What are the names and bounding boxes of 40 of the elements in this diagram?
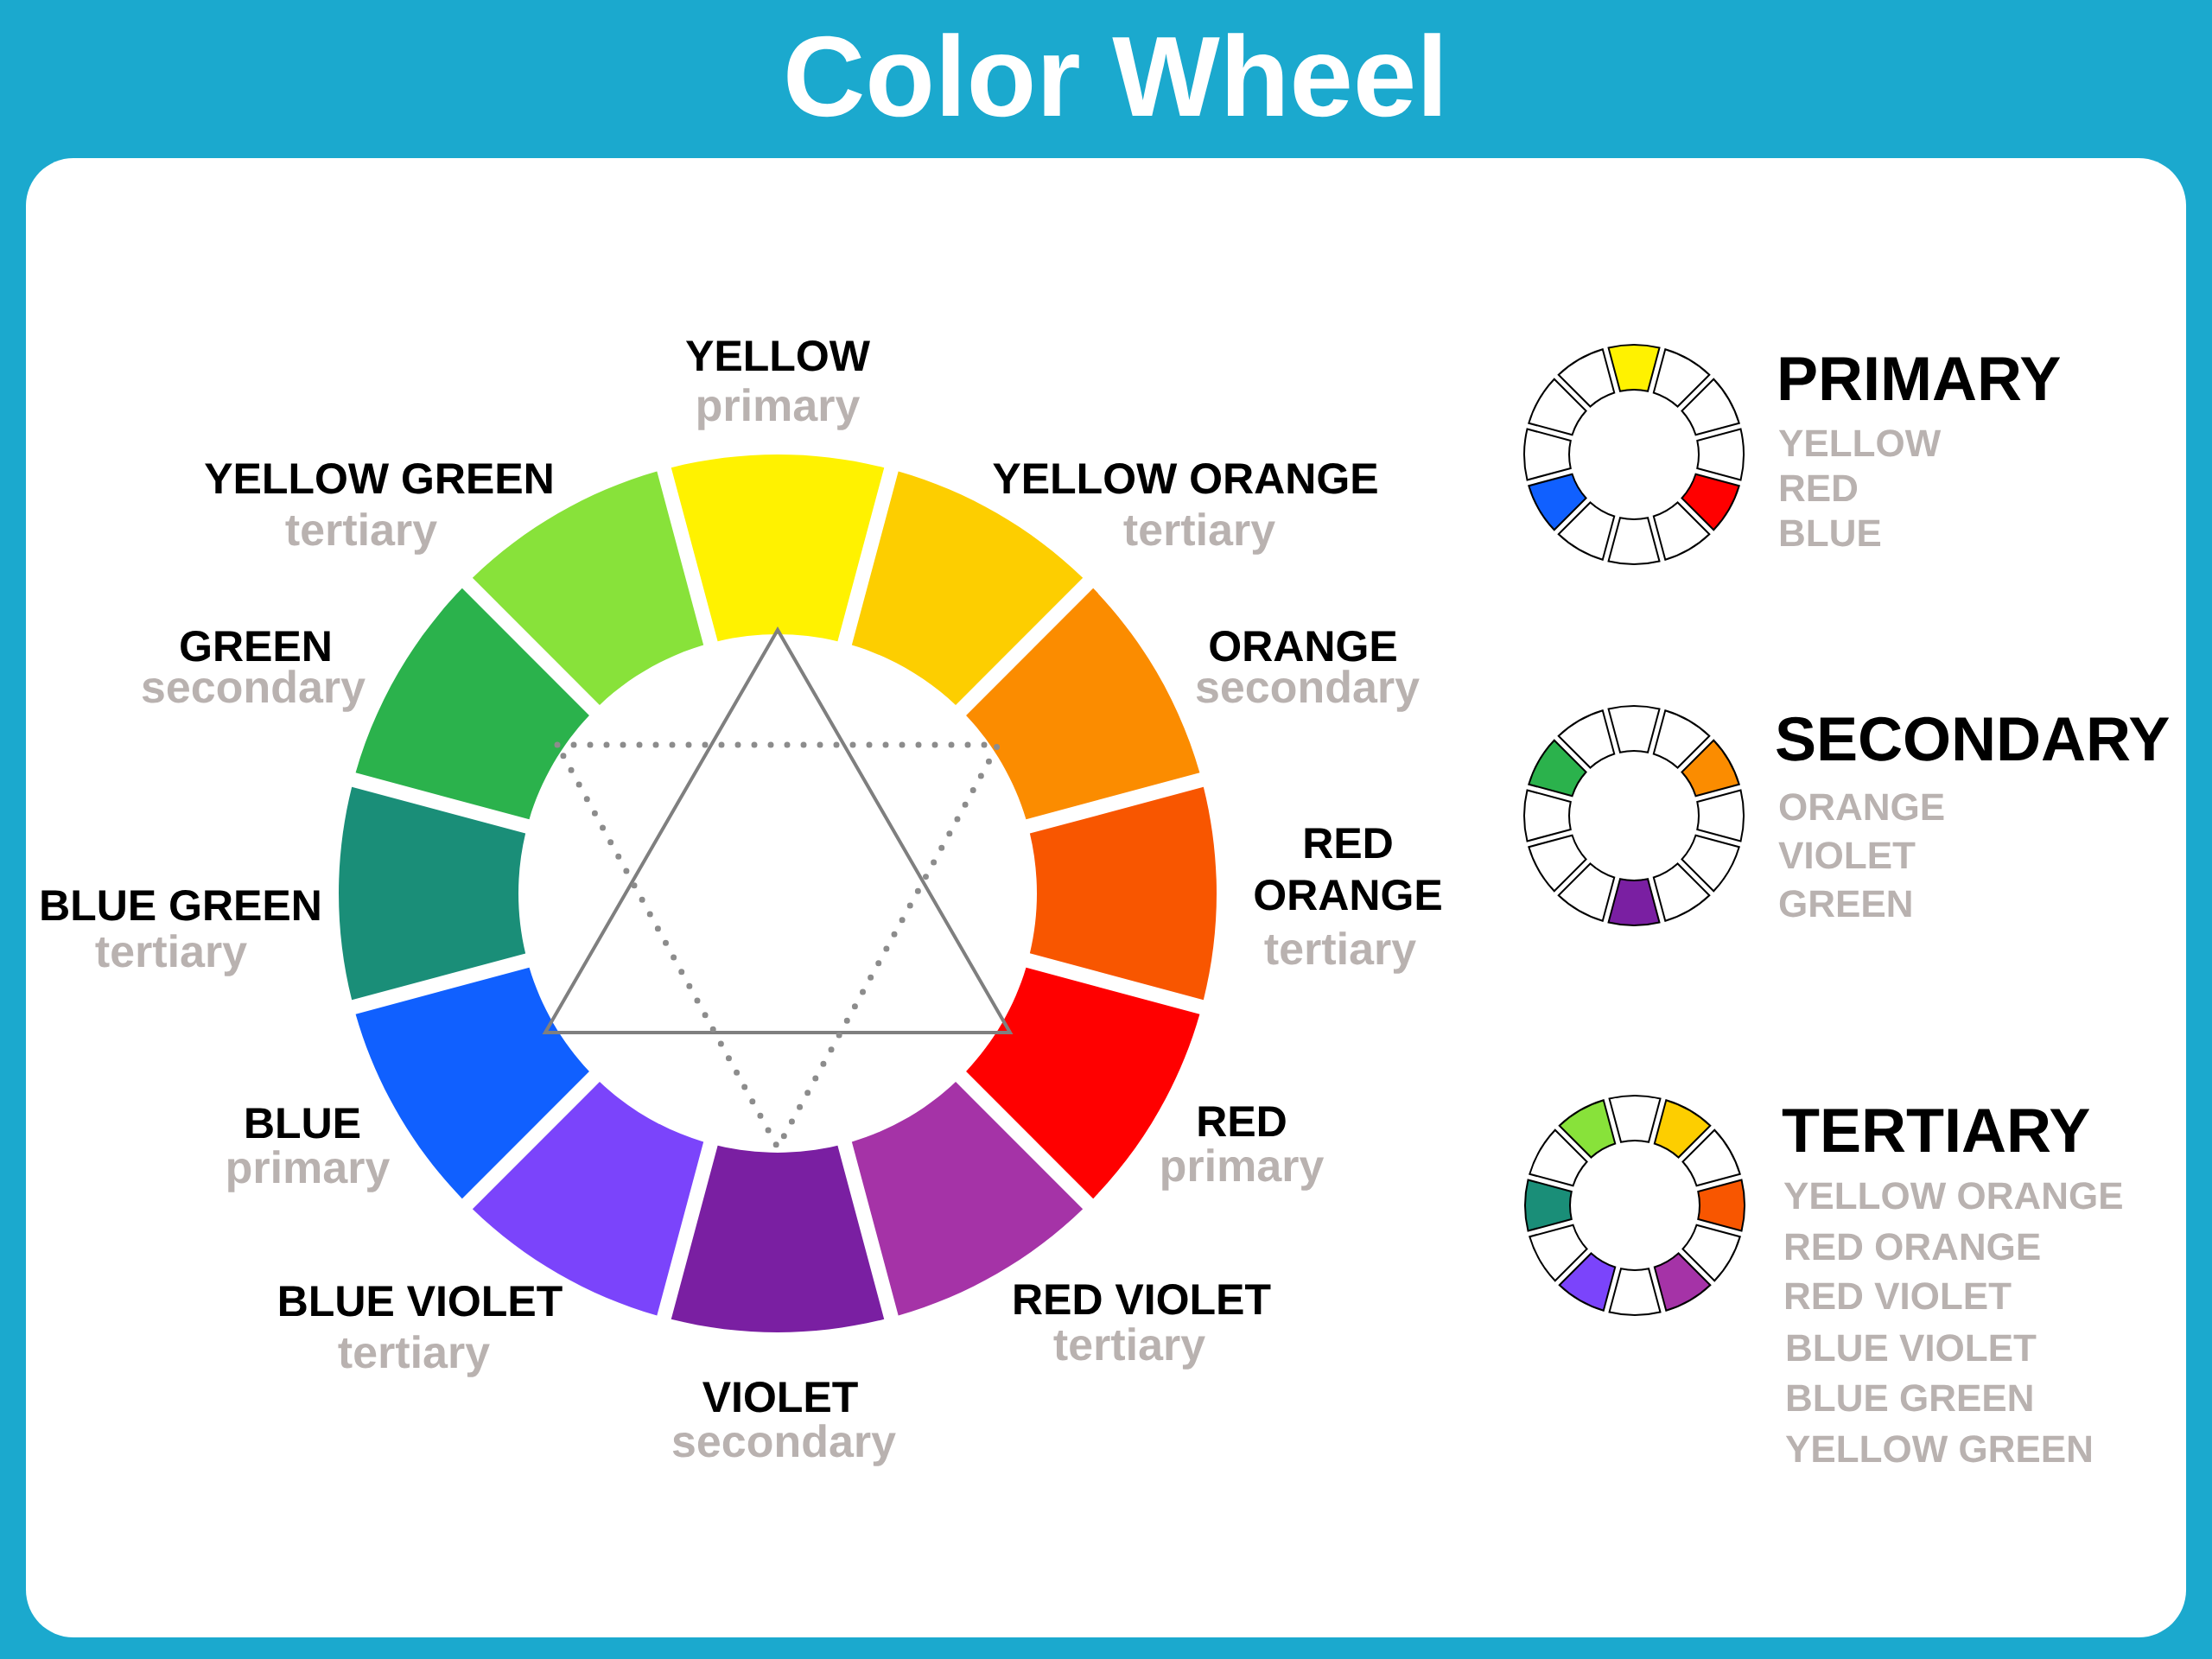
list-item: RED ORANGE xyxy=(1785,1233,2040,1261)
category-label: tertiary xyxy=(1123,512,1275,555)
list-item: BLUE xyxy=(1780,519,1881,547)
list-item: BLUE VIOLET xyxy=(1787,1334,2037,1362)
color-name: YELLOW xyxy=(685,340,870,372)
category-label: primary xyxy=(228,1150,391,1192)
category-label: primary xyxy=(1162,1148,1325,1191)
list-item: BLUE GREEN xyxy=(1787,1384,2032,1412)
category-label: tertiary xyxy=(285,512,437,555)
color-name: GREEN xyxy=(181,631,330,662)
color-name: ORANGE xyxy=(1210,631,1396,662)
title: Color Wheel xyxy=(787,33,1440,118)
category-label: tertiary xyxy=(338,1335,490,1377)
list-item: YELLOW GREEN xyxy=(1785,1435,2091,1463)
category-label: primary xyxy=(698,388,861,430)
color-name: YELLOW GREEN xyxy=(205,463,552,494)
heading: PRIMARY xyxy=(1780,357,2061,400)
heading: TERTIARY xyxy=(1782,1109,2090,1152)
category-label: tertiary xyxy=(95,934,247,976)
color-name: BLUE VIOLET xyxy=(280,1286,563,1317)
category-label: secondary xyxy=(672,1424,896,1466)
category-label: secondary xyxy=(142,670,365,712)
list-item: RED xyxy=(1780,474,1858,501)
list-item: YELLOW ORANGE xyxy=(1783,1182,2122,1210)
color-name: YELLOW ORANGE xyxy=(993,463,1377,494)
category-label: secondary xyxy=(1196,670,1420,712)
color-name: BLUE GREEN xyxy=(41,890,320,921)
list-item: RED VIOLET xyxy=(1785,1282,2012,1310)
category-label: tertiary xyxy=(1053,1327,1205,1370)
category-label: tertiary xyxy=(1264,931,1416,974)
color-name: RED xyxy=(1198,1106,1286,1136)
color-name: RED VIOLET xyxy=(1014,1284,1271,1315)
color-name: RED ORANGE xyxy=(1255,828,1441,911)
list-item: VIOLET xyxy=(1778,842,1916,869)
list-item: ORANGE xyxy=(1779,793,1944,821)
color-name: VIOLET xyxy=(702,1382,858,1413)
list-item: GREEN xyxy=(1779,890,1911,918)
color-name: BLUE xyxy=(246,1108,360,1139)
heading: SECONDARY xyxy=(1777,716,2170,761)
list-item: YELLOW xyxy=(1778,429,1942,457)
